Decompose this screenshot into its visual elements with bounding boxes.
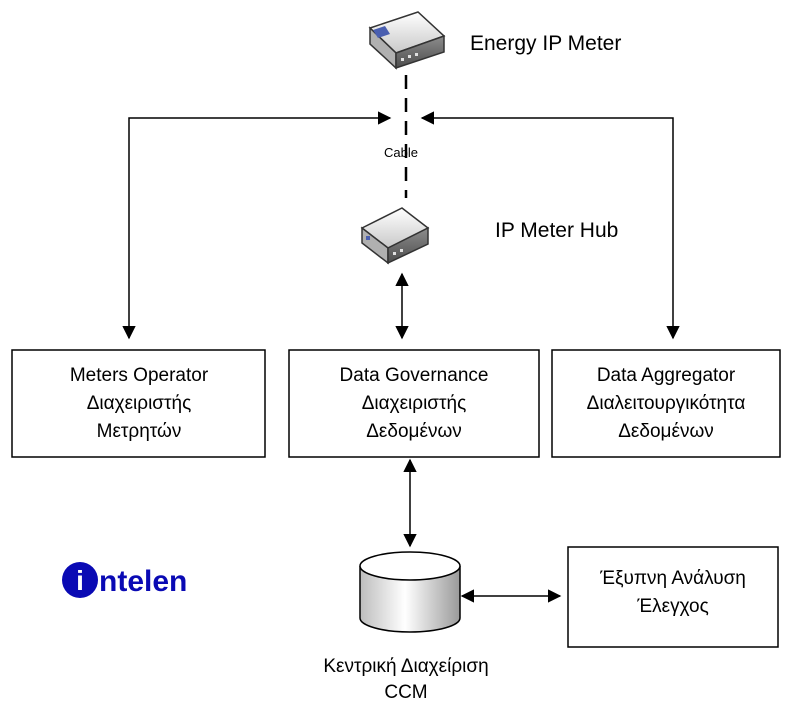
logo-text: ntelen <box>99 565 187 598</box>
energy-ip-meter-icon <box>368 11 446 70</box>
smart-analysis-line-2: Έλεγχος <box>636 596 709 617</box>
data-aggregator-connector <box>420 111 680 340</box>
logo-circle <box>62 562 98 598</box>
meters-operator-line-2: Διαχειριστής <box>87 393 192 414</box>
data-aggregator-line-2: Διαλειτουργικότητα <box>587 393 746 414</box>
database-label-line-1: Κεντρική Διαχείριση <box>323 656 488 677</box>
data-governance-box: Data Governance Διαχειριστής Δεδομένων <box>288 349 540 458</box>
data-governance-line-1: Data Governance <box>340 365 489 386</box>
meters-operator-line-3: Μετρητών <box>97 421 182 442</box>
database-label-line-2: CCM <box>384 682 427 703</box>
data-governance-line-2: Διαχειριστής <box>362 393 467 414</box>
cable-label: Cable <box>384 145 418 160</box>
meters-operator-line-1: Meters Operator <box>70 365 209 386</box>
database-icon <box>359 551 461 633</box>
smart-analysis-box: Έξυπνη Ανάλυση Έλεγχος <box>567 546 779 648</box>
meters-operator-box: Meters Operator Διαχειριστής Μετρητών <box>11 349 266 458</box>
data-governance-line-3: Δεδομένων <box>366 421 462 442</box>
data-aggregator-box: Data Aggregator Διαλειτουργικότητα Δεδομ… <box>551 349 781 458</box>
data-aggregator-line-3: Δεδομένων <box>618 421 714 442</box>
ip-meter-hub-label: IP Meter Hub <box>495 219 618 242</box>
intelen-logo: i ntelen <box>62 562 187 598</box>
data-aggregator-line-1: Data Aggregator <box>597 365 736 386</box>
meters-operator-connector <box>122 111 392 340</box>
logo-letter: i <box>76 565 84 596</box>
smart-analysis-line-1: Έξυπνη Ανάλυση <box>599 568 746 589</box>
ip-meter-hub-icon <box>360 207 430 265</box>
energy-ip-meter-label: Energy IP Meter <box>470 32 621 55</box>
